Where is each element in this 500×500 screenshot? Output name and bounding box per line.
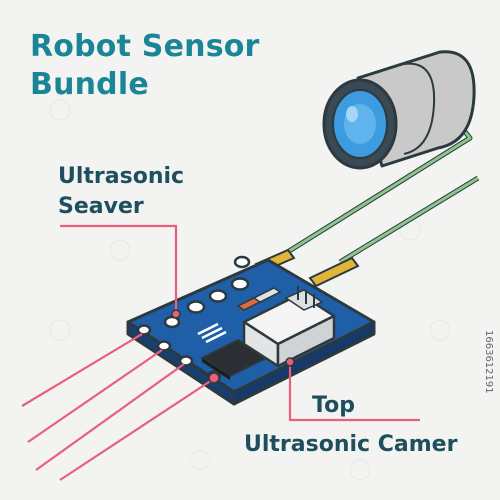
- pointer-pin-3: [35, 363, 185, 471]
- pointer-pin-2: [27, 349, 163, 443]
- pointer-pin-4: [59, 379, 213, 481]
- pointer-pin-1: [21, 333, 143, 407]
- label-ultrasonic-camera: Ultrasonic Camer: [244, 432, 458, 457]
- background-pattern: [49, 49, 451, 481]
- label-ultrasonic-sensor-line-1: Ultrasonic: [58, 164, 185, 189]
- camera-module: [322, 50, 476, 170]
- resistors: [236, 287, 282, 311]
- pointer-lines: [21, 224, 420, 481]
- title-line-1: Robot Sensor: [30, 29, 260, 64]
- label-ultrasonic-sensor: Ultrasonic Seaver: [58, 162, 184, 222]
- label-ultrasonic-sensor-line-2: Seaver: [58, 194, 144, 219]
- pointer-dots: [171, 309, 295, 384]
- title-line-2: Bundle: [30, 67, 149, 102]
- page-title: Robot Sensor Bundle: [30, 28, 260, 104]
- watermark-id: 1663612191: [483, 330, 494, 394]
- relay-component: [242, 286, 336, 368]
- pointer-camera: [288, 362, 420, 422]
- label-top: Top: [312, 393, 355, 418]
- pointer-ultrasonic-sensor: [60, 224, 178, 314]
- solder-pads: [197, 322, 227, 344]
